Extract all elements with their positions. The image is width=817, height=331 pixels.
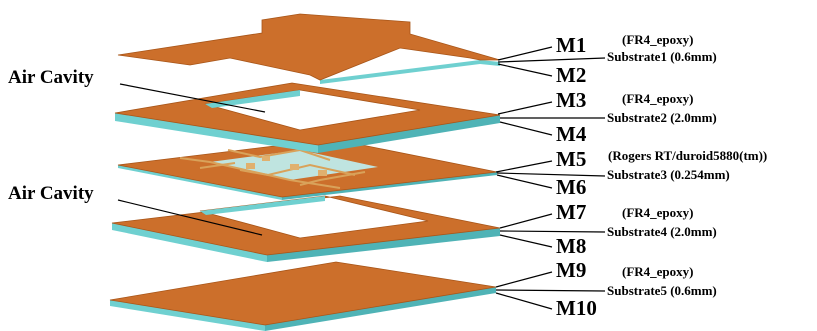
leader-sub5 bbox=[495, 289, 606, 292]
material-layer-3: (Rogers RT/duroid5880(tm)) bbox=[608, 148, 767, 163]
air-cavity-label-lower: Air Cavity bbox=[8, 183, 94, 204]
leader-sub1 bbox=[497, 57, 606, 63]
label-m1: M1 bbox=[556, 33, 586, 57]
layer-4-front-face bbox=[112, 223, 267, 262]
leader-cavity-upper bbox=[119, 83, 266, 113]
leader-sub4 bbox=[499, 230, 606, 233]
air-cavity-label-upper: Air Cavity bbox=[8, 67, 94, 88]
label-m2: M2 bbox=[556, 63, 586, 87]
layer-1-board bbox=[117, 13, 501, 84]
layer-2-top-copper bbox=[114, 82, 501, 146]
layer-5-front-face bbox=[110, 300, 265, 331]
substrate-5-label: Substrate5 (0.6mm) bbox=[607, 283, 717, 298]
leader-m7 bbox=[499, 213, 553, 229]
leader-m6 bbox=[496, 174, 553, 189]
substrate-2-label: Substrate2 (2.0mm) bbox=[607, 110, 717, 125]
layer-1-front-face bbox=[320, 60, 500, 84]
layer-3-circuit-pads bbox=[246, 156, 327, 176]
layer-3-circuit-traces bbox=[179, 148, 366, 189]
label-m4: M4 bbox=[556, 122, 587, 146]
label-m9: M9 bbox=[556, 258, 586, 282]
substrate-4-label: Substrate4 (2.0mm) bbox=[607, 224, 717, 239]
layer-2-board bbox=[114, 82, 501, 153]
layer-2-right-face bbox=[318, 115, 500, 153]
layer-3-front-face bbox=[118, 165, 282, 200]
leader-lines bbox=[117, 46, 606, 310]
layer-4-top-copper bbox=[111, 195, 501, 256]
label-m7: M7 bbox=[556, 200, 586, 224]
material-layer-4: (FR4_epoxy) bbox=[622, 205, 694, 220]
layer-5-right-face bbox=[265, 287, 496, 331]
material-layer-5: (FR4_epoxy) bbox=[622, 264, 694, 279]
label-m6: M6 bbox=[556, 175, 586, 199]
leader-m9 bbox=[495, 271, 553, 288]
leader-m10 bbox=[495, 292, 553, 310]
layer-4-cavity-wall bbox=[200, 196, 325, 215]
leader-m4 bbox=[499, 121, 553, 136]
material-layer-2: (FR4_epoxy) bbox=[622, 91, 694, 106]
label-m8: M8 bbox=[556, 234, 586, 258]
layer-4-right-face bbox=[267, 228, 500, 262]
label-m10: M10 bbox=[556, 296, 597, 320]
leader-sub3 bbox=[496, 172, 606, 177]
substrate-1-label: Substrate1 (0.6mm) bbox=[607, 49, 717, 64]
layer-1-top-copper bbox=[117, 13, 501, 81]
leader-m2 bbox=[497, 63, 553, 77]
leader-m1 bbox=[497, 46, 553, 61]
layer-5-top-copper bbox=[109, 261, 497, 326]
material-layer-1: (FR4_epoxy) bbox=[622, 32, 694, 47]
layer-2-front-face bbox=[115, 113, 318, 153]
label-m5: M5 bbox=[556, 147, 586, 171]
layer-5-board bbox=[109, 261, 497, 331]
label-m3: M3 bbox=[556, 88, 586, 112]
leader-m3 bbox=[497, 101, 553, 115]
layer-4-board bbox=[111, 195, 501, 262]
leader-cavity-lower bbox=[117, 199, 263, 236]
substrate-3-label: Substrate3 (0.254mm) bbox=[607, 167, 730, 182]
layer-2-cavity-wall bbox=[205, 90, 300, 108]
leader-m5 bbox=[495, 160, 553, 173]
layer-3-right-face bbox=[282, 172, 497, 200]
layer-3-board bbox=[117, 138, 498, 200]
leader-m8 bbox=[499, 234, 553, 248]
